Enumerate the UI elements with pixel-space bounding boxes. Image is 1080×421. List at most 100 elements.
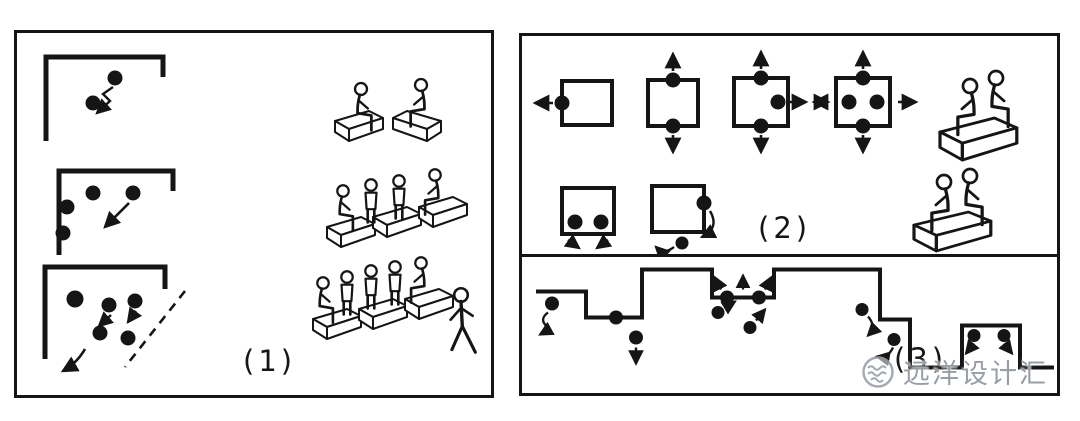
ocean-waves-logo-icon <box>862 355 894 388</box>
person-dot <box>55 225 71 241</box>
person-dot <box>855 303 869 316</box>
corner-wall <box>42 264 168 359</box>
seat-diagram-facing-inward <box>560 186 616 250</box>
person-dot <box>752 290 766 305</box>
person-dot <box>609 310 623 325</box>
bench-block <box>312 308 362 340</box>
back-to-back-sketch-top <box>938 69 1019 162</box>
person-dot <box>127 293 143 309</box>
movement-arrow <box>720 300 737 315</box>
person-dot <box>997 329 1011 342</box>
movement-arrow <box>713 275 728 293</box>
seated-person <box>387 259 403 306</box>
person-dot <box>753 70 769 86</box>
movement-arrow <box>95 86 114 115</box>
seating-sketch-group <box>326 167 468 248</box>
bench-block <box>912 210 993 253</box>
corner-diagram-2 <box>55 168 176 255</box>
stepped-edge-wall <box>536 267 1054 370</box>
panel-1-label: (1) <box>243 344 297 378</box>
person-dot <box>629 330 643 345</box>
person-dot <box>66 290 84 308</box>
bench-block <box>938 116 1019 162</box>
person-dot <box>967 329 981 342</box>
edge-cluster-notch <box>711 273 773 334</box>
movement-arrow <box>563 233 581 250</box>
seated-person <box>339 269 355 316</box>
seated-person <box>363 263 379 310</box>
person-dot <box>770 94 786 110</box>
corner-diagram-1 <box>43 54 166 141</box>
watermark: 远洋设计汇 <box>860 352 1048 391</box>
seat-outline <box>650 184 706 234</box>
person-dot <box>753 118 769 134</box>
person-dot <box>107 70 123 86</box>
turn-arrow <box>699 210 718 239</box>
dashed-path-line <box>123 290 187 368</box>
edge-cluster-left <box>538 296 644 366</box>
movement-arrow <box>538 311 555 336</box>
panel-seat-directions: (2) <box>519 33 1060 257</box>
seating-sketch-crowd <box>312 255 477 354</box>
edge-seating-drawing <box>536 267 1054 370</box>
movement-arrow <box>595 233 613 250</box>
person-dot <box>59 199 75 215</box>
person-dot <box>85 185 101 201</box>
person-dot <box>554 95 570 111</box>
person-dot <box>545 296 559 311</box>
movement-arrow <box>97 311 115 328</box>
turn-arrow <box>654 245 675 254</box>
corner-seating-drawing <box>42 54 477 373</box>
person-dot <box>593 214 609 230</box>
panel-3-label: (3) <box>894 342 948 376</box>
walking-person <box>448 286 477 354</box>
seat-diagram-one-direction <box>532 79 614 127</box>
seating-sketch-pair <box>334 77 442 142</box>
person-dot <box>841 94 857 110</box>
seated-person <box>363 177 379 224</box>
person-dot <box>855 70 871 86</box>
person-dot <box>101 297 117 313</box>
seat-diagram-three-directions <box>732 49 809 155</box>
edge-cluster-step <box>855 303 901 367</box>
person-dot <box>665 118 681 134</box>
corner-diagram-3 <box>42 264 187 373</box>
edge-cluster-right <box>964 329 1014 356</box>
movement-arrow <box>758 275 773 293</box>
movement-arrow <box>60 348 87 373</box>
seat-direction-drawing <box>532 49 1019 254</box>
person-dot <box>855 118 871 134</box>
panel-corner-seating: (1) <box>14 30 494 398</box>
seat-diagram-four-directions <box>834 49 919 155</box>
person-dot <box>85 95 101 111</box>
bench-block <box>334 110 384 142</box>
bench-block <box>358 298 408 330</box>
seat-outline <box>560 186 616 236</box>
movement-arrow <box>998 338 1014 356</box>
person-dot <box>567 214 583 230</box>
watermark-text: 远洋设计汇 <box>903 359 1048 390</box>
movement-arrow <box>103 202 130 229</box>
person-dot <box>743 321 757 334</box>
corner-wall <box>43 54 166 141</box>
person-dot <box>711 306 725 319</box>
person-dot <box>120 330 136 346</box>
movement-arrow <box>126 306 143 324</box>
panel-edge-seating: (3) <box>519 254 1060 396</box>
bench-block <box>392 110 442 142</box>
corner-wall <box>56 168 176 255</box>
panel-2-label: (2) <box>758 211 812 245</box>
movement-arrow <box>751 307 767 325</box>
seat-diagram-corner-turn <box>650 184 718 254</box>
person-dot <box>665 72 681 88</box>
person-dot <box>125 185 141 201</box>
person-dot <box>92 325 108 341</box>
movement-arrow <box>964 338 980 356</box>
seat-diagram-two-directions <box>646 51 700 155</box>
person-dot <box>696 195 712 211</box>
person-dot <box>887 333 901 346</box>
back-to-back-sketch-bottom <box>912 167 993 253</box>
person-dot <box>675 236 689 250</box>
turn-arrow <box>866 315 883 338</box>
